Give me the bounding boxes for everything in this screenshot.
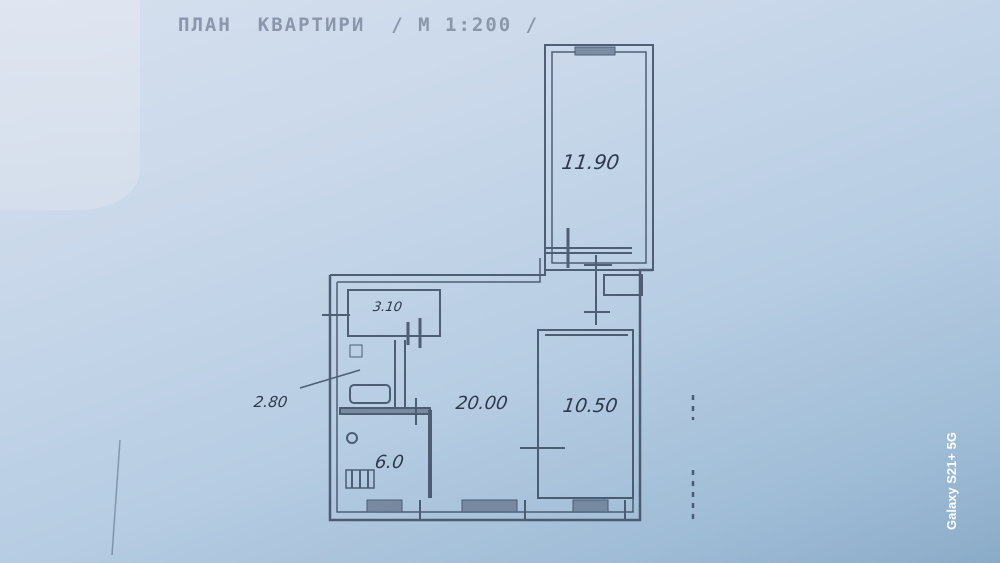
sink-icon (346, 432, 358, 444)
plan-title: ПЛАН КВАРТИРИ / М 1:200 / (178, 14, 565, 36)
area-kitchen: 6.0 (373, 452, 406, 473)
bedroom-right-walls (537, 329, 634, 499)
paper-shadow (0, 0, 140, 210)
title-word-2: КВАРТИРИ (257, 14, 366, 36)
area-bedroom-right: 10.50 (561, 395, 619, 417)
bathroom-leader-line (299, 369, 361, 389)
area-storage: 3.10 (371, 300, 404, 315)
bathtub-icon (349, 384, 391, 404)
area-bathroom: 2.80 (252, 393, 289, 411)
storage-room-walls (347, 289, 441, 337)
window-bedroom (572, 499, 609, 513)
window-top (574, 46, 616, 56)
window-kitchen (366, 499, 403, 513)
camera-watermark: Galaxy S21+ 5G (944, 432, 959, 530)
window-living (461, 499, 518, 513)
title-scale: / М 1:200 / (391, 14, 540, 36)
area-bedroom-top: 11.90 (560, 150, 621, 174)
area-living-room: 20.00 (454, 393, 510, 414)
bedroom-top-outer-wall (544, 44, 654, 271)
title-word-1: ПЛАН (178, 14, 232, 36)
